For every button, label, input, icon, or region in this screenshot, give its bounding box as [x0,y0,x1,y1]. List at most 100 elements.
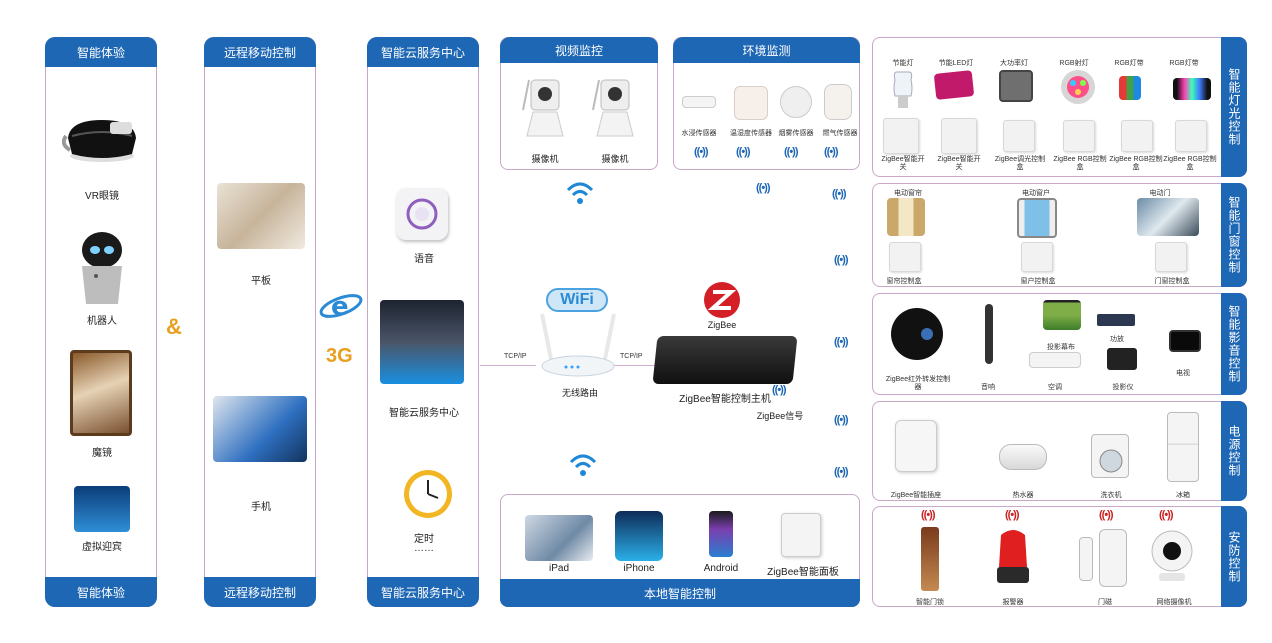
svg-text:e: e [331,292,349,322]
washing-machine-icon [1091,434,1129,478]
cloud-foot: 智能云服务中心 [367,577,479,607]
zigbee-signal-icon: ((•)) [772,384,786,396]
zigbee-signal-icon: ((•)) [694,146,708,158]
zigbee-signal-icon: ((•)) [834,466,848,478]
water-sensor-icon [682,96,716,108]
timer-label: 定时 [414,534,434,545]
window-tab: 智能门窗控制 [1221,183,1247,287]
zigbee-signal-icon: ((•)) [784,146,798,158]
link-line [480,365,536,366]
cfl-bulb-icon [893,71,913,108]
wireless-icon: ((•)) [1005,509,1019,521]
experience-column: 智能体验 智能体验 VR眼镜 机器人 魔镜 虚拟迎宾 [45,37,157,607]
ir-controller-icon [891,308,943,360]
tablet-image [217,183,305,249]
remote-column: 远程移动控制 远程移动控制 平板 手机 [204,37,316,607]
fridge-icon [1167,412,1199,482]
iphone-label: iPhone [623,563,655,574]
server-image [380,300,464,384]
water-heater-icon [999,444,1047,470]
local-title: 本地智能控制 [500,579,860,607]
rgb-spotlight-icon [1061,70,1095,104]
rgb-box-icon [1063,120,1095,152]
lighting-bottom-label-1: ZigBee智能开关 [937,156,981,171]
smart-lock-icon [921,527,939,591]
tablet-label: 平板 [251,276,271,287]
cloud-column: 智能云服务中心 智能云服务中心 语音 智能云服务中心 定时 …… [367,37,479,607]
wireless-icon: ((•)) [921,509,935,521]
rgb-box-icon [1121,120,1153,152]
tcpip-label-2: TCP/IP [620,353,643,360]
server-label: 智能云服务中心 [389,408,459,419]
internet-icon: e [319,292,363,322]
gas-sensor-label: 燃气传感器 [822,130,858,137]
window-top-label-0: 电动窗帘 [894,190,922,197]
zigbee-signal-label: ZigBee信号 [756,411,804,421]
router-label: 无线路由 [561,388,598,398]
lighting-top-label-1: 节能LED灯 [938,60,974,67]
iphone-image [615,511,663,561]
zigbee-signal-icon: ((•)) [756,182,770,194]
av-tab: 智能影音控制 [1221,293,1247,395]
network-3g-label: 3G [326,345,353,367]
security-label-3: 网络摄像机 [1156,599,1192,606]
lighting-bottom-label-5: ZigBee RGB控制盒 [1163,156,1217,171]
alarm-icon [997,530,1029,583]
security-label-1: 报警器 [1002,599,1024,606]
wireless-icon: ((•)) [1099,509,1113,521]
window-icon [1017,198,1057,238]
window-box-icon [1021,242,1053,272]
experience-foot: 智能体验 [45,577,157,607]
wifi-logo: WiFi [546,288,608,312]
lighting-bottom-label-4: ZigBee RGB控制盒 [1109,156,1163,171]
wifi-icon [566,182,594,204]
floodlight-icon [999,70,1033,102]
power-label-1: 热水器 [1012,492,1034,499]
door-icon [1137,198,1199,236]
gas-sensor-icon [824,84,852,120]
window-top-label-2: 电动门 [1149,190,1171,197]
ampersand: & [166,314,182,339]
power-panel: 电源控制 ZigBee智能插座 热水器 洗衣机 冰箱 [872,401,1247,501]
lighting-bottom-label-2: ZigBee调光控制盒 [994,156,1046,171]
ipad-label: iPad [548,563,569,574]
curtain-icon [887,198,925,236]
door-box-icon [1155,242,1187,272]
ip-camera-icon [1151,530,1193,581]
voice-label: 语音 [414,254,434,265]
lighting-top-label-0: 节能灯 [892,60,914,67]
mirror-label: 魔镜 [92,448,112,459]
ipad-image [525,515,593,561]
lighting-tab: 智能灯光控制 [1221,37,1247,177]
led-panel-icon [933,70,975,100]
local-panel: 本地智能控制 iPad iPhone Android ZigBee智能面板 [500,494,860,607]
rgb-strip-2-icon [1173,78,1211,100]
vr-label: VR眼镜 [85,191,119,202]
water-sensor-label: 水浸传感器 [681,130,717,137]
wireless-icon: ((•)) [1159,509,1173,521]
lighting-panel: 智能灯光控制 节能灯 节能LED灯 大功率灯 RGB射灯 RGB灯带 RGB灯带… [872,37,1247,177]
power-label-2: 洗衣机 [1100,492,1122,499]
power-label-3: 冰箱 [1176,492,1190,499]
wifi-icon [569,454,597,476]
security-label-2: 门磁 [1098,599,1112,606]
lighting-top-label-5: RGB灯带 [1169,60,1199,67]
security-tab: 安防控制 [1221,506,1247,607]
projection-screen-icon [1043,300,1081,330]
rgb-strip-icon [1119,76,1141,100]
robot-icon [82,232,122,304]
lighting-top-label-4: RGB灯带 [1114,60,1144,67]
temp-humidity-sensor-icon [734,86,768,120]
zigbee-signal-icon: ((•)) [824,146,838,158]
power-tab: 电源控制 [1221,401,1247,501]
lighting-bottom-label-0: ZigBee智能开关 [881,156,925,171]
window-bottom-label-2: 门窗控制盒 [1154,278,1190,285]
magic-mirror-image [70,350,132,436]
experience-head: 智能体验 [45,37,157,67]
more-label: …… [414,543,434,554]
av-label-2: 投影幕布 [1047,344,1075,351]
tv-icon [1169,330,1201,352]
smoke-sensor-label: 烟雾传感器 [778,130,814,137]
security-panel: 安防控制 ((•)) ((•)) ((•)) ((•)) 智能门锁 报警器 门磁… [872,506,1247,607]
clock-icon [404,470,452,518]
